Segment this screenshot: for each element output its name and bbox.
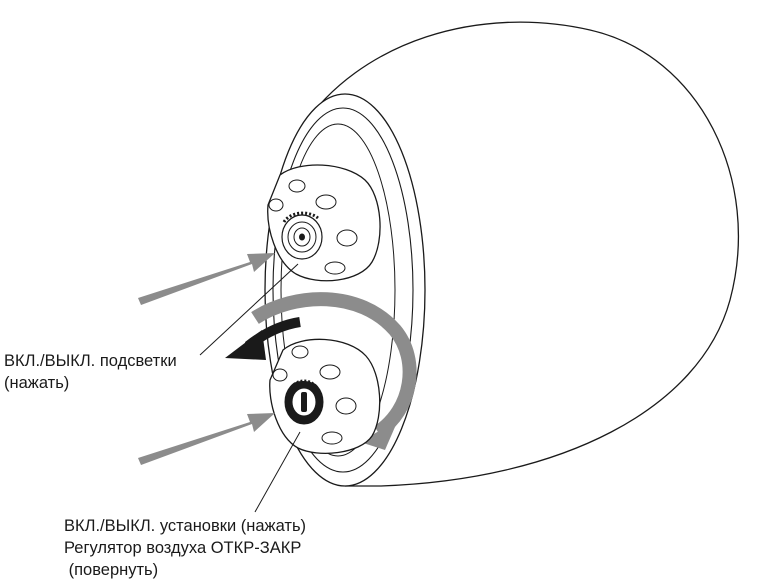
air-regulator-label: Регулятор воздуха ОТКР-ЗАКР xyxy=(64,539,302,557)
rotate-arrowhead-dark xyxy=(225,330,266,360)
setting-switch-label: ВКЛ./ВЫКЛ. установки (нажать) xyxy=(64,517,307,535)
light-switch-label: ВКЛ./ВЫКЛ. подсветки xyxy=(4,352,177,370)
rotate-arc xyxy=(251,292,417,438)
leader-line-setting xyxy=(254,431,301,513)
faceplate-ring xyxy=(272,107,414,473)
faceplate-inner xyxy=(280,123,396,457)
upper-knob xyxy=(267,164,381,282)
push-arrow-lower xyxy=(138,413,275,465)
light-switch-action-label: (нажать) xyxy=(4,374,70,392)
lower-knob xyxy=(269,338,381,454)
rotate-arrowhead-gray xyxy=(360,420,398,450)
air-regulator-action-label: (повернуть) xyxy=(64,561,159,579)
push-arrow-upper xyxy=(138,253,275,305)
leader-line-light xyxy=(199,263,299,356)
